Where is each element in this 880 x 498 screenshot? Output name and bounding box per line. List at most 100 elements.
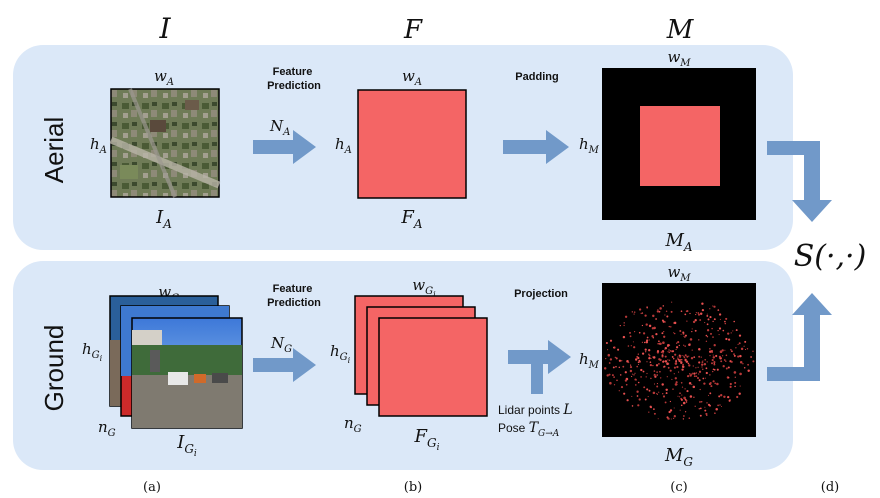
lidar-point	[678, 344, 680, 347]
caption-a: (a)	[143, 480, 161, 495]
aerial-padded-map-feature	[640, 106, 720, 186]
lidar-point	[627, 345, 630, 347]
lidar-point	[609, 381, 612, 385]
column-header-i: I	[158, 12, 171, 45]
lidar-point	[706, 313, 708, 315]
lidar-point	[707, 394, 710, 396]
lidar-point	[680, 404, 683, 407]
lidar-point	[684, 398, 687, 401]
lidar-point	[705, 334, 708, 337]
lidar-point	[652, 356, 656, 359]
lidar-point	[643, 386, 646, 389]
aerial-map-height-label: hM	[579, 135, 600, 156]
ground-network-label: NG	[270, 334, 292, 355]
lidar-point	[691, 373, 693, 375]
lidar-point	[652, 391, 656, 395]
lidar-point	[669, 369, 672, 372]
lidar-point	[663, 366, 665, 368]
lidar-point	[700, 356, 702, 358]
lidar-point	[724, 322, 727, 325]
lidar-point	[653, 326, 656, 329]
lidar-point	[711, 359, 714, 362]
aerial-image-width-label: wA	[154, 67, 174, 88]
lidar-point	[607, 353, 611, 357]
lidar-point	[673, 373, 675, 375]
lidar-point	[659, 342, 662, 345]
projection-arrow	[508, 340, 571, 394]
lidar-point	[641, 341, 643, 343]
lidar-point	[647, 396, 649, 398]
lidar-point	[664, 314, 666, 316]
lidar-point	[620, 386, 624, 389]
lidar-point	[648, 339, 650, 341]
lidar-point	[698, 347, 701, 351]
lidar-point	[645, 323, 648, 326]
lidar-point	[713, 361, 716, 364]
lidar-point	[701, 302, 704, 305]
lidar-point	[661, 332, 664, 335]
lidar-point	[634, 372, 636, 374]
lidar-point	[655, 364, 659, 367]
lidar-point	[631, 405, 634, 407]
lidar-point	[662, 355, 664, 357]
ground-image-height-label: hGi	[82, 340, 103, 363]
lidar-point	[732, 330, 734, 332]
lidar-point	[684, 336, 686, 338]
lidar-point	[649, 405, 652, 408]
lidar-point	[729, 382, 732, 386]
lidar-point	[671, 350, 675, 353]
lidar-point	[727, 366, 730, 369]
lidar-point	[648, 357, 651, 360]
lidar-point	[712, 336, 714, 338]
pose-label: Pose TG→A	[498, 420, 560, 439]
lidar-point	[640, 368, 643, 372]
lidar-point	[698, 408, 700, 410]
lidar-point	[664, 321, 666, 323]
lidar-point	[750, 356, 753, 358]
lidar-point	[699, 388, 701, 391]
lidar-point	[631, 375, 633, 378]
lidar-point	[609, 339, 613, 342]
lidar-point	[626, 399, 629, 402]
lidar-point	[651, 327, 655, 330]
lidar-point	[685, 310, 688, 313]
row-label-aerial: Aerial	[39, 117, 69, 183]
lidar-point	[675, 359, 677, 361]
lidar-point	[704, 406, 706, 408]
ground-feature-label: FGi	[414, 426, 440, 453]
lidar-point	[670, 418, 672, 420]
lidar-point	[644, 398, 647, 401]
lidar-point	[626, 360, 629, 363]
lidar-point	[648, 349, 651, 352]
lidar-point	[698, 361, 701, 364]
lidar-point	[679, 392, 681, 394]
lidar-point	[636, 390, 639, 393]
ground-feature-count-label: nG	[344, 414, 362, 435]
lidar-point	[669, 400, 672, 403]
lidar-point	[662, 341, 665, 344]
lidar-point	[712, 370, 714, 373]
lidar-point	[653, 383, 656, 385]
lidar-point	[664, 348, 666, 350]
lidar-point	[660, 351, 663, 354]
lidar-point	[725, 354, 728, 357]
lidar-point	[686, 374, 690, 378]
lidar-point	[656, 371, 658, 373]
lidar-point	[713, 318, 716, 321]
lidar-point	[658, 391, 660, 393]
lidar-point	[680, 333, 682, 335]
lidar-point	[706, 329, 710, 332]
lidar-point	[674, 353, 677, 356]
lidar-point	[678, 355, 682, 358]
lidar-point	[682, 363, 684, 366]
lidar-point	[623, 392, 626, 395]
lidar-point	[680, 398, 683, 401]
lidar-point	[634, 358, 638, 361]
lidar-point	[648, 324, 652, 328]
lidar-point	[656, 393, 658, 395]
caption-d: (d)	[821, 480, 839, 495]
lidar-point	[677, 359, 680, 361]
lidar-point	[712, 354, 714, 356]
aerial-map-label: MA	[664, 230, 692, 254]
lidar-point	[633, 346, 636, 349]
